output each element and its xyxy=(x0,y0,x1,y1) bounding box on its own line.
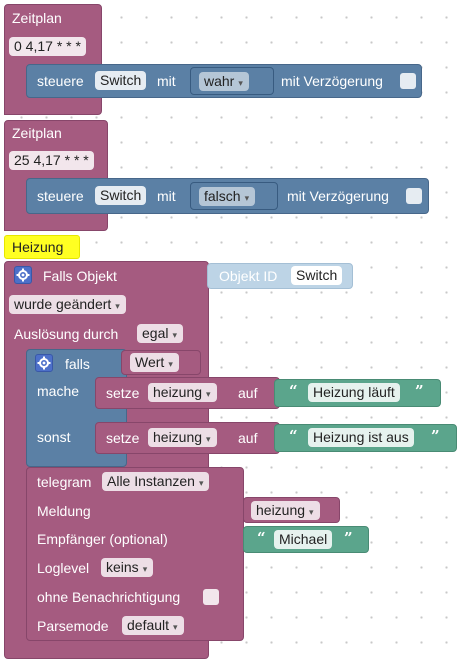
dropdown-icon: ▾ xyxy=(172,330,177,340)
control-label: steuere xyxy=(37,73,84,89)
variable-dropdown[interactable]: heizung▾ xyxy=(148,383,217,402)
dropdown-icon: ▾ xyxy=(115,301,120,311)
object-field[interactable]: Switch xyxy=(95,71,147,90)
loglevel-label: Loglevel xyxy=(37,560,90,576)
if-label: falls xyxy=(65,356,90,372)
dropdown-icon: ▾ xyxy=(206,434,211,444)
delay-label: mit Verzögerung xyxy=(281,73,383,89)
quote-open-icon: “ xyxy=(289,382,298,400)
quote-open-icon: “ xyxy=(289,427,298,445)
comment-block[interactable] xyxy=(4,235,80,259)
recipient-field[interactable]: Michael xyxy=(274,530,333,549)
set-label: setze xyxy=(106,430,140,446)
dropdown-icon: ▾ xyxy=(244,193,250,203)
schedule-title: Zeitplan xyxy=(12,10,62,26)
with-label: mit xyxy=(157,73,176,89)
quote-close-icon: ” xyxy=(344,529,353,547)
quote-close-icon: ” xyxy=(415,382,424,400)
event-dropdown[interactable]: wurde geändert▾ xyxy=(9,295,126,314)
control-label: steuere xyxy=(37,188,84,204)
text-field[interactable]: Heizung läuft xyxy=(308,383,400,402)
telegram-block[interactable] xyxy=(26,467,244,641)
variable-dropdown[interactable]: heizung▾ xyxy=(148,428,217,447)
delay-checkbox[interactable] xyxy=(400,73,416,89)
object-id-field[interactable]: Switch xyxy=(291,266,343,285)
object-field[interactable]: Switch xyxy=(95,186,147,205)
telegram-label: telegram xyxy=(37,474,92,490)
dropdown-icon: ▾ xyxy=(309,507,314,517)
message-label: Meldung xyxy=(37,503,91,519)
condition-dropdown[interactable]: Wert▾ xyxy=(130,353,179,372)
trigger-by-dropdown[interactable]: egal▾ xyxy=(137,324,183,343)
value-dropdown[interactable]: falsch▾ xyxy=(199,187,256,206)
trigger-by-label: Auslösung durch xyxy=(14,326,119,342)
recipient-label: Empfänger (optional) xyxy=(37,531,168,547)
message-variable-dropdown[interactable]: heizung▾ xyxy=(251,501,320,520)
delay-checkbox[interactable] xyxy=(406,188,422,204)
do-label: mache xyxy=(37,383,80,399)
with-label: mit xyxy=(157,188,176,204)
trigger-title: Falls Objekt xyxy=(43,268,117,284)
else-label: sonst xyxy=(37,429,71,445)
parsemode-label: Parsemode xyxy=(37,618,109,634)
gear-icon[interactable] xyxy=(14,266,32,284)
cron-field[interactable]: 25 4,17 * * * xyxy=(9,151,94,170)
silent-label: ohne Benachrichtigung xyxy=(37,589,181,605)
dropdown-icon: ▾ xyxy=(142,564,148,574)
cron-field[interactable]: 0 4,17 * * * xyxy=(9,37,86,56)
to-label: auf xyxy=(238,385,258,401)
value-dropdown[interactable]: wahr▾ xyxy=(199,72,249,91)
dropdown-icon: ▾ xyxy=(198,478,204,488)
text-field[interactable]: Heizung ist aus xyxy=(308,428,414,447)
quote-close-icon: ” xyxy=(431,427,440,445)
gear-icon[interactable] xyxy=(35,354,53,372)
object-id-label: Objekt ID xyxy=(219,268,278,284)
parsemode-dropdown[interactable]: default▾ xyxy=(122,616,184,635)
instance-dropdown[interactable]: Alle Instanzen▾ xyxy=(102,472,210,491)
silent-checkbox[interactable] xyxy=(203,589,219,605)
loglevel-dropdown[interactable]: keins▾ xyxy=(101,558,154,577)
quote-open-icon: “ xyxy=(257,529,266,547)
comment-text: Heizung xyxy=(12,239,64,255)
delay-label: mit Verzögerung xyxy=(287,188,389,204)
schedule-title: Zeitplan xyxy=(12,125,62,141)
to-label: auf xyxy=(238,430,258,446)
dropdown-icon: ▾ xyxy=(238,78,243,88)
set-label: setze xyxy=(106,385,140,401)
dropdown-icon: ▾ xyxy=(206,389,211,399)
dropdown-icon: ▾ xyxy=(173,622,178,632)
dropdown-icon: ▾ xyxy=(168,359,173,369)
